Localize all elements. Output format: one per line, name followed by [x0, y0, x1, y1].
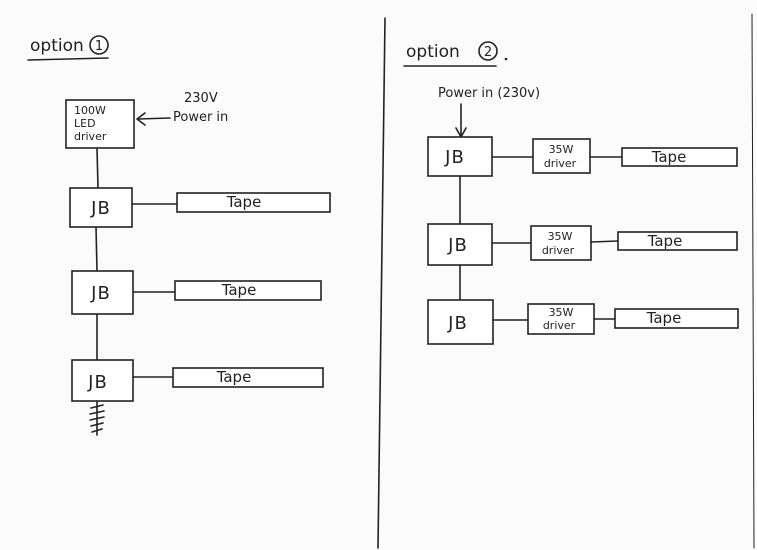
option1-tape3-label: Tape	[216, 368, 252, 386]
option2-wire-driver2-tape	[590, 240, 619, 243]
option2-tape1-label: Tape	[651, 148, 687, 166]
option1-driver-line3: driver	[74, 130, 107, 143]
option1-tape-3	[172, 367, 324, 388]
option2-junction-box-1	[427, 136, 493, 177]
option2-driver3-line2: driver	[543, 319, 576, 332]
option2-tape2-label: Tape	[647, 232, 683, 250]
option1-title-text: option	[30, 36, 84, 56]
option2-number: 2	[484, 45, 492, 60]
option2-title-dot	[504, 57, 508, 61]
option1-power-arrow-line	[137, 117, 171, 120]
option1-wire-driver-jb1	[96, 147, 99, 189]
option2-number-circle	[478, 41, 498, 61]
option1-power-arrowhead	[136, 112, 146, 126]
option1-junction-box-1	[69, 187, 133, 228]
option1-voltage-label: 230V	[184, 91, 218, 106]
option2-driver-box-1	[532, 138, 591, 174]
option1-jb3-label: JB	[87, 372, 108, 393]
option2-driver3-line1: 35W	[549, 306, 574, 319]
option2-jb3-label: JB	[447, 313, 468, 334]
option2-driver2-line2: driver	[542, 244, 575, 257]
option1-title-underline	[27, 57, 109, 61]
option2-tape-3	[614, 308, 739, 329]
option1-jb2-label: JB	[90, 283, 111, 304]
option1-power-in-label: Power in	[173, 110, 228, 125]
center-divider	[377, 17, 386, 549]
option2-driver2-line1: 35W	[548, 230, 573, 243]
option1-junction-box-2	[71, 270, 134, 315]
option1-tape2-label: Tape	[221, 281, 257, 299]
option1-end-cap-symbol	[89, 404, 105, 433]
option2-tape-1	[621, 147, 738, 167]
option1-wire-jb1-jb2	[95, 226, 98, 272]
option2-driver1-line2: driver	[544, 157, 577, 170]
option1-tape-2	[174, 280, 322, 301]
option1-tape1-label: Tape	[226, 193, 262, 211]
option1-tape-1	[176, 192, 331, 213]
option2-junction-box-2	[427, 223, 493, 266]
option1-title: option 1	[27, 35, 109, 61]
option2-driver-box-3	[527, 303, 595, 335]
option2-power-in-label: Power in (230v)	[438, 86, 540, 101]
option2-tape3-label: Tape	[646, 309, 682, 327]
option1-number: 1	[95, 39, 103, 54]
option2-tape-2	[617, 231, 738, 251]
option2-jb1-label: JB	[444, 147, 465, 168]
option1-driver-line2: LED	[74, 117, 96, 130]
option2-driver-box-2	[530, 225, 592, 261]
right-edge-line	[751, 13, 755, 549]
option1-junction-box-3	[71, 359, 134, 402]
option1-driver-line1: 100W	[74, 104, 106, 117]
option2-junction-box-3	[427, 299, 494, 345]
option1-led-driver-box	[65, 99, 135, 149]
option2-jb2-label: JB	[447, 235, 468, 256]
option2-driver1-line1: 35W	[549, 143, 574, 156]
option2-title: option 2	[403, 41, 508, 67]
option1-number-circle	[89, 35, 109, 55]
option1-jb1-label: JB	[90, 198, 111, 219]
option2-title-text: option	[406, 42, 460, 62]
